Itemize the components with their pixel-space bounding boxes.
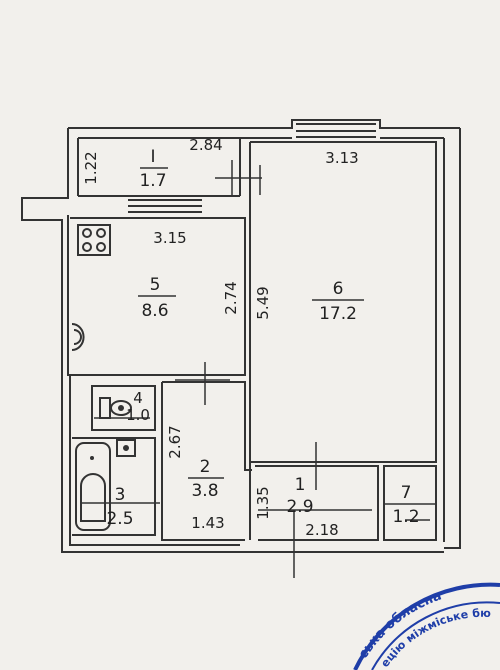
dimension-lines — [80, 160, 436, 578]
corridor-area: 3.8 — [191, 481, 218, 501]
kitchen-area: 8.6 — [141, 301, 168, 321]
kitchen-sink-icon — [71, 323, 85, 351]
living-area: 17.2 — [319, 304, 357, 324]
living-depth: 5.49 — [254, 286, 272, 319]
kitchen-depth: 2.74 — [222, 281, 240, 314]
kitchen-window — [128, 199, 202, 213]
corridor-dim-line — [175, 362, 230, 405]
living-width: 3.13 — [325, 149, 358, 167]
corridor-number: 2 — [200, 457, 211, 477]
closet-box — [383, 465, 437, 541]
closet-area: 1.2 — [392, 507, 419, 527]
bathroom-area: 2.5 — [106, 509, 133, 529]
balcony-dim-line — [215, 160, 262, 195]
toilet-bowl-icon — [99, 397, 132, 419]
bathroom-number: 3 — [115, 485, 126, 505]
living-number: 6 — [333, 279, 344, 299]
closet-number: 7 — [401, 483, 412, 503]
hall-area: 2.9 — [286, 497, 313, 517]
stove-icon — [77, 224, 111, 256]
corridor-width: 1.43 — [191, 514, 224, 532]
kitchen-width: 3.15 — [153, 229, 186, 247]
hall-number: 1 — [295, 475, 306, 495]
corridor-depth: 2.67 — [166, 425, 184, 458]
kitchen-box — [70, 217, 246, 376]
hall-depth: 1.35 — [254, 486, 272, 519]
kitchen-number: 5 — [150, 275, 161, 295]
top-outer-wall — [68, 119, 460, 129]
toilet-area: 1.0 — [126, 406, 150, 424]
bathtub-icon — [75, 442, 111, 531]
living-room-box — [250, 141, 437, 463]
washbasin-icon — [116, 439, 136, 457]
left-outer-wall — [21, 128, 444, 553]
living-window — [296, 123, 376, 138]
right-outer-wall — [444, 128, 461, 549]
corridor-box — [161, 381, 252, 541]
balcony-width: 2.84 — [189, 136, 222, 154]
toilet-box — [91, 385, 156, 431]
walls — [21, 119, 461, 553]
balcony-area: 1.7 — [139, 171, 166, 191]
toilet-number: 4 — [133, 389, 143, 407]
balcony-depth: 1.22 — [82, 151, 100, 184]
hall-width: 2.18 — [305, 521, 338, 539]
bathroom-box — [72, 437, 156, 536]
balcony-number: I — [150, 147, 155, 167]
